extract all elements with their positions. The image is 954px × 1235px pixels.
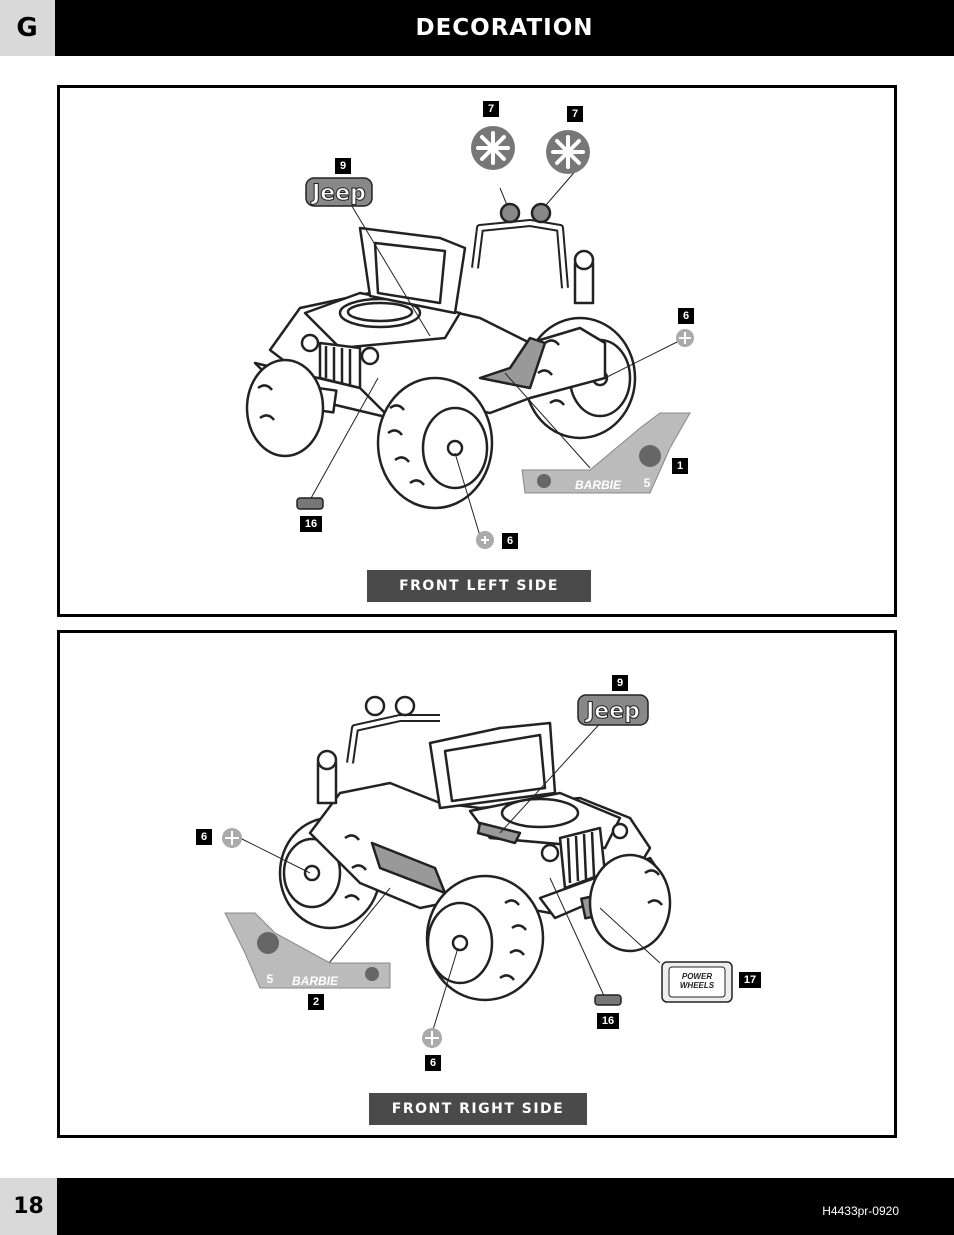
page-number: 18 (0, 1178, 57, 1235)
callout-6-front: 6 (425, 1055, 441, 1071)
front-right-side-caption: FRONT RIGHT SIDE (369, 1093, 587, 1125)
callout-2: 2 (308, 994, 324, 1010)
callout-6-rear: 6 (196, 829, 212, 845)
small-flower-decal-icon (476, 329, 694, 549)
reflector-decal (594, 994, 622, 1006)
jeep-left-illustration: Jeep BARBIE 5 (245, 126, 694, 549)
barbie-decal (224, 912, 391, 989)
callout-16: 16 (300, 516, 322, 532)
front-left-side-panel: Jeep BARBIE 5 7 7 9 6 1 16 6 FRONT LEFT … (57, 85, 897, 617)
barbie-decal-text: BARBIE (575, 478, 622, 492)
power-wheels-text-2: WHEELS (680, 981, 715, 990)
power-wheels-text-1: POWER (682, 972, 712, 981)
jeep-decal-text: Jeep (310, 181, 366, 206)
jeep-logo-decal (577, 694, 649, 726)
small-flower-decal-icon (222, 828, 442, 1048)
footer-bar: H4433pr-0920 (57, 1178, 954, 1235)
page-title: DECORATION (55, 0, 954, 56)
front-right-side-panel: Jeep BARBIE 5 POWER WHEELS 9 6 2 17 16 6… (57, 630, 897, 1138)
callout-6-front: 6 (502, 533, 518, 549)
barbie-decal (521, 412, 691, 494)
document-code: H4433pr-0920 (822, 1204, 899, 1218)
reflector-decal (296, 497, 324, 510)
callout-17: 17 (739, 972, 761, 988)
callout-9: 9 (335, 158, 351, 174)
barbie-decal-number: 5 (644, 476, 651, 490)
flower-decal-icon (471, 126, 590, 174)
callout-16: 16 (597, 1013, 619, 1029)
barbie-decal-number: 5 (267, 972, 274, 986)
callout-7b: 7 (567, 106, 583, 122)
callout-9: 9 (612, 675, 628, 691)
callout-6-rear: 6 (678, 308, 694, 324)
jeep-right-illustration: Jeep BARBIE 5 POWER WHEELS (222, 694, 733, 1048)
callout-1: 1 (672, 458, 688, 474)
barbie-decal-text: BARBIE (292, 974, 339, 988)
callout-7a: 7 (483, 101, 499, 117)
jeep-logo-decal (305, 177, 373, 207)
jeep-decal-text: Jeep (584, 699, 640, 724)
section-letter: G (0, 0, 55, 56)
front-left-side-caption: FRONT LEFT SIDE (367, 570, 591, 602)
